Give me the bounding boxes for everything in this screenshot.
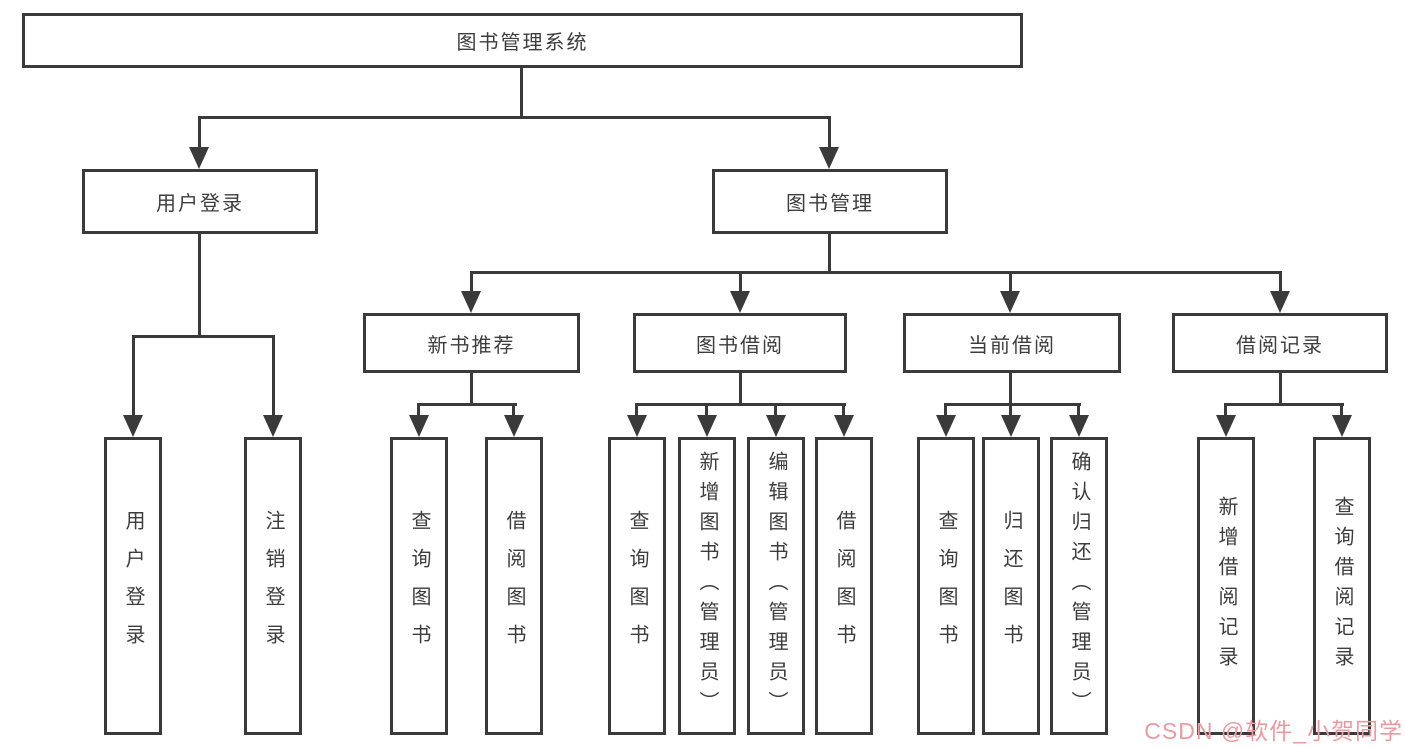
arrow-down-icon xyxy=(189,147,209,169)
connector-stub xyxy=(470,372,473,406)
connector-stub xyxy=(739,372,742,406)
arrow-down-icon xyxy=(766,415,786,437)
connector-book-management-stub xyxy=(828,234,831,272)
leaf-borrow-books-borrowing: 借阅图书 xyxy=(815,437,873,735)
arrow-down-icon xyxy=(123,415,143,437)
connector-leaf xyxy=(1224,403,1227,420)
arrow-down-icon xyxy=(504,415,524,437)
leaf-confirm-return-admin: 确认归还（管理员） xyxy=(1050,437,1108,735)
connector-leaf xyxy=(1009,403,1012,420)
node-library-management-system: 图书管理系统 xyxy=(22,13,1023,68)
leaf-logout: 注销登录 xyxy=(244,437,302,735)
arrow-down-icon xyxy=(697,415,717,437)
leaf-user-login: 用户登录 xyxy=(104,437,162,735)
arrow-down-icon xyxy=(1001,415,1021,437)
connector-leaf xyxy=(1077,403,1080,420)
connector-leaf xyxy=(1340,403,1343,420)
arrow-down-icon xyxy=(1069,415,1089,437)
connector-l2-bar xyxy=(198,116,831,119)
connector-to-leaf-logout xyxy=(272,335,275,419)
connector-to-leaf-user-login xyxy=(132,335,135,419)
connector-leaf xyxy=(417,403,420,420)
connector-stub xyxy=(1009,372,1012,406)
arrow-down-icon xyxy=(1270,291,1290,313)
connector-leaf xyxy=(944,403,947,420)
leaf-query-books-borrowing: 查询图书 xyxy=(608,437,666,735)
connector-to-book-management xyxy=(828,116,831,152)
connector-leaf xyxy=(842,403,845,420)
connector-root-stub xyxy=(520,68,523,118)
leaf-borrow-books-newbook: 借阅图书 xyxy=(485,437,543,735)
connector-leaf xyxy=(774,403,777,420)
connector-leaf xyxy=(705,403,708,420)
connector-user-login-stub xyxy=(198,234,201,337)
connector-to-current-borrowing xyxy=(1009,271,1012,295)
leaf-add-borrow-record: 新增借阅记录 xyxy=(1197,437,1255,735)
node-book-management: 图书管理 xyxy=(712,169,948,234)
connector-bar xyxy=(417,403,517,406)
connector-to-user-login xyxy=(198,116,201,152)
arrow-down-icon xyxy=(936,415,956,437)
connector-bar xyxy=(1224,403,1344,406)
connector-user-login-bar xyxy=(132,335,275,338)
leaf-add-books-admin: 新增图书（管理员） xyxy=(678,437,736,735)
arrow-down-icon xyxy=(1332,415,1352,437)
connector-leaf xyxy=(512,403,515,420)
arrow-down-icon xyxy=(730,291,750,313)
connector-leaf xyxy=(635,403,638,420)
arrow-down-icon xyxy=(461,291,481,313)
node-borrowing-records: 借阅记录 xyxy=(1172,313,1388,373)
arrow-down-icon xyxy=(1216,415,1236,437)
leaf-edit-books-admin: 编辑图书（管理员） xyxy=(747,437,805,735)
arrow-down-icon xyxy=(409,415,429,437)
connector-to-borrowing-records xyxy=(1279,271,1282,295)
node-user-login: 用户登录 xyxy=(82,169,318,234)
leaf-return-books: 归还图书 xyxy=(982,437,1040,735)
arrow-down-icon xyxy=(627,415,647,437)
connector-l3-bar xyxy=(470,271,1282,274)
leaf-query-books-current: 查询图书 xyxy=(917,437,975,735)
connector-bar xyxy=(635,403,846,406)
node-current-borrowing: 当前借阅 xyxy=(903,313,1121,373)
arrow-down-icon xyxy=(263,415,283,437)
connector-to-book-borrowing xyxy=(739,271,742,295)
connector-to-new-book xyxy=(470,271,473,295)
connector-bar xyxy=(944,403,1081,406)
node-new-book-recommendation: 新书推荐 xyxy=(363,313,580,373)
leaf-query-books-newbook: 查询图书 xyxy=(390,437,448,735)
watermark: CSDN @软件_小贺同学 xyxy=(1144,718,1403,744)
arrow-down-icon xyxy=(834,415,854,437)
leaf-query-borrow-record: 查询借阅记录 xyxy=(1313,437,1371,735)
arrow-down-icon xyxy=(819,147,839,169)
connector-stub xyxy=(1279,372,1282,406)
arrow-down-icon xyxy=(1000,291,1020,313)
node-book-borrowing: 图书借阅 xyxy=(633,313,847,373)
